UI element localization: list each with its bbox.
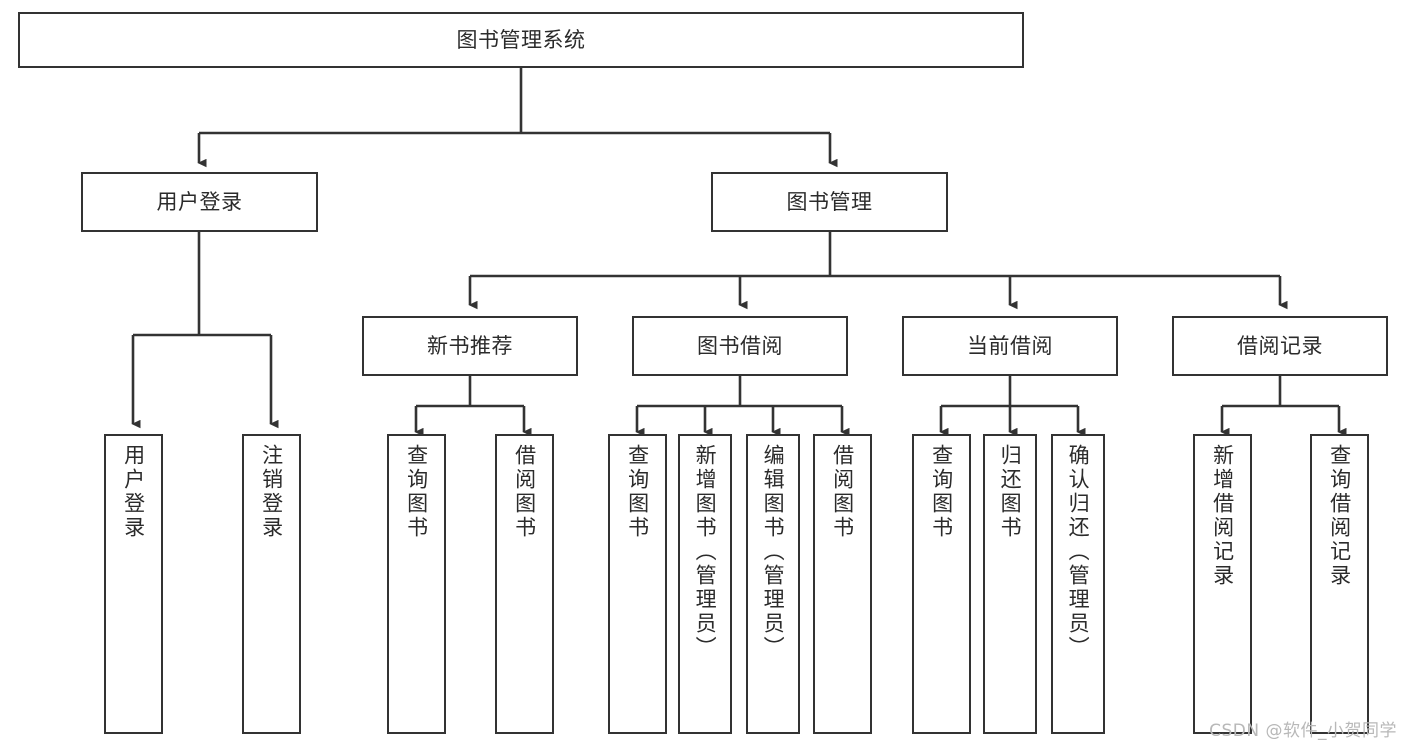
node-user-login[interactable]: 用户登录	[81, 172, 318, 232]
node-borrow-record[interactable]: 借阅记录	[1172, 316, 1388, 376]
leaf-book-borrow-add[interactable]: 新增图书（管理员）	[678, 434, 732, 734]
leaf-book-borrow-edit[interactable]: 编辑图书（管理员）	[746, 434, 800, 734]
node-label: 借阅记录	[1237, 333, 1323, 358]
leaf-book-borrow-borrow[interactable]: 借阅图书	[813, 434, 872, 734]
node-label: 当前借阅	[967, 333, 1053, 358]
node-label: 确认归还（管理员）	[1066, 444, 1091, 660]
leaf-book-borrow-query[interactable]: 查询图书	[608, 434, 667, 734]
node-label: 图书管理	[786, 189, 873, 214]
csdn-watermark: CSDN @软件_小贺同学	[1209, 721, 1397, 741]
node-new-book-recommend[interactable]: 新书推荐	[362, 316, 578, 376]
node-book-management[interactable]: 图书管理	[711, 172, 948, 232]
node-label: 图书管理系统	[456, 27, 586, 52]
node-label: 查询借阅记录	[1327, 444, 1352, 588]
node-label: 新增图书（管理员）	[693, 444, 718, 660]
node-label: 新增借阅记录	[1210, 444, 1235, 588]
leaf-borrow-record-query[interactable]: 查询借阅记录	[1310, 434, 1369, 734]
node-label: 查询图书	[625, 444, 650, 540]
leaf-user-login-logout[interactable]: 注销登录	[242, 434, 301, 734]
node-label: 新书推荐	[427, 333, 513, 358]
node-root-system[interactable]: 图书管理系统	[18, 12, 1024, 68]
node-label: 用户登录	[156, 189, 243, 214]
node-label: 查询图书	[404, 444, 429, 540]
node-label: 归还图书	[998, 444, 1023, 540]
node-book-borrow[interactable]: 图书借阅	[632, 316, 848, 376]
node-label: 注销登录	[259, 444, 284, 540]
node-label: 借阅图书	[830, 444, 855, 540]
node-label: 编辑图书（管理员）	[761, 444, 786, 660]
leaf-current-borrow-return[interactable]: 归还图书	[983, 434, 1037, 734]
node-label: 借阅图书	[512, 444, 537, 540]
node-label: 查询图书	[929, 444, 954, 540]
leaf-current-borrow-query[interactable]: 查询图书	[912, 434, 971, 734]
leaf-user-login-login[interactable]: 用户登录	[104, 434, 163, 734]
node-label: 图书借阅	[697, 333, 783, 358]
node-label: 用户登录	[121, 444, 146, 540]
leaf-borrow-record-add[interactable]: 新增借阅记录	[1193, 434, 1252, 734]
node-current-borrow[interactable]: 当前借阅	[902, 316, 1118, 376]
leaf-current-borrow-confirm-return[interactable]: 确认归还（管理员）	[1051, 434, 1105, 734]
leaf-new-book-borrow[interactable]: 借阅图书	[495, 434, 554, 734]
leaf-new-book-query[interactable]: 查询图书	[387, 434, 446, 734]
